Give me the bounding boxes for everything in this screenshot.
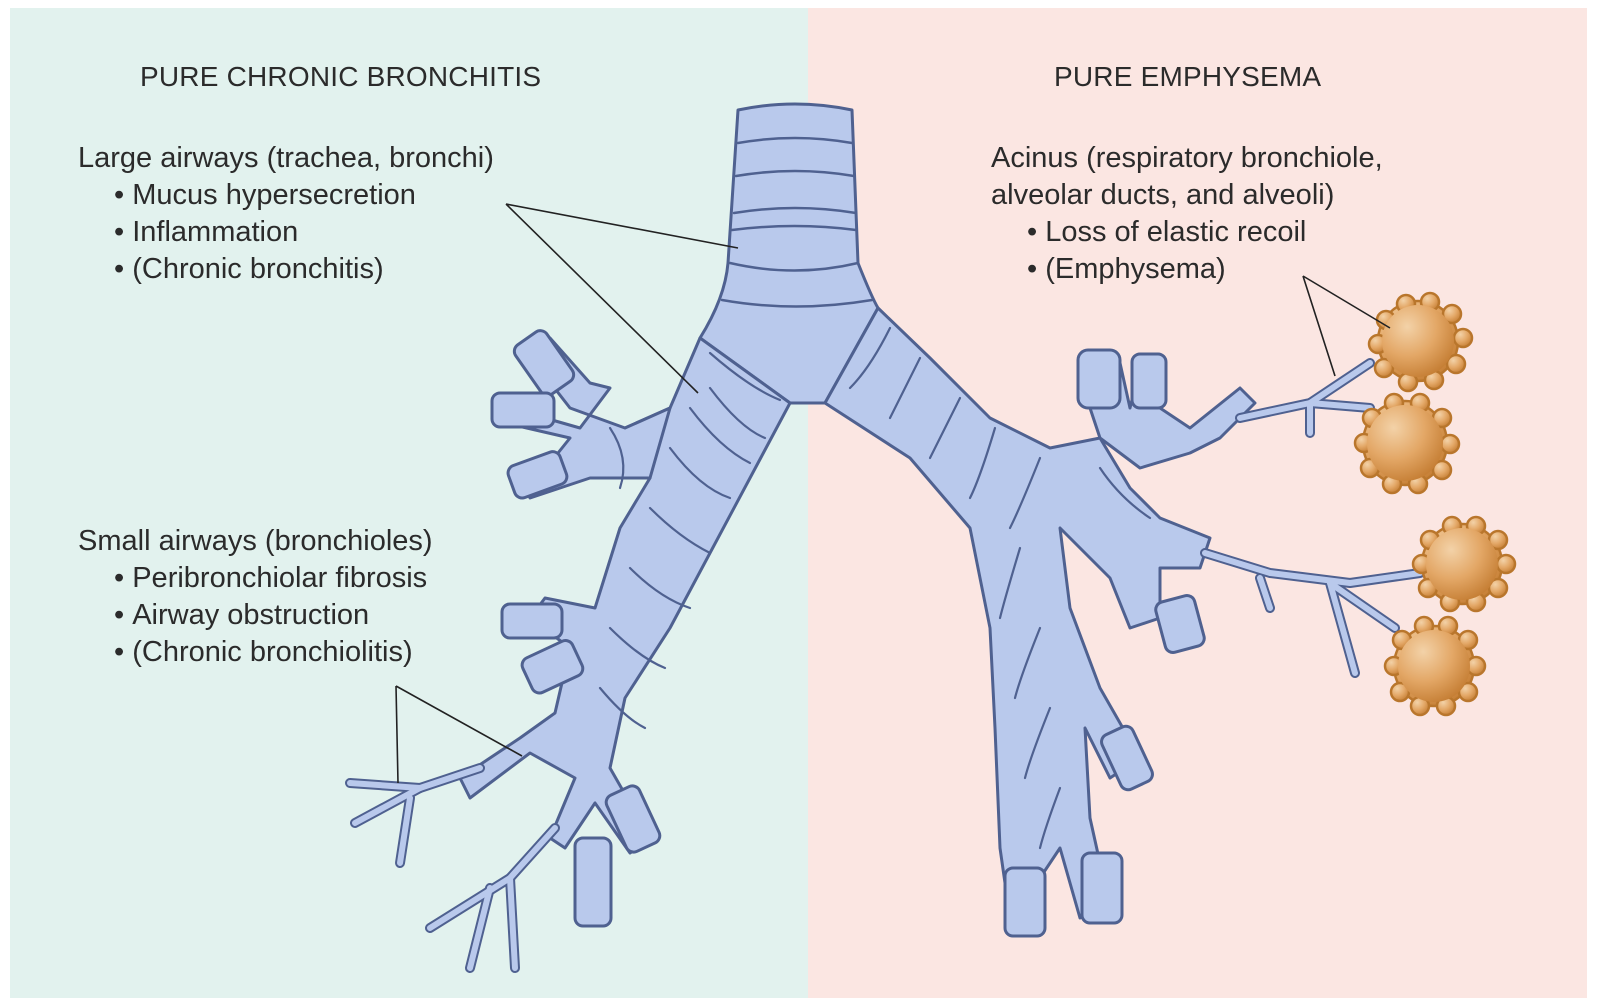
left-stub-2 [492,393,554,427]
acinus-title-line2: alveolar ducts, and alveoli) [991,177,1334,214]
left-stub-6 [575,838,611,926]
right-stub-4 [1005,868,1045,936]
large-airways-title: Large airways (trachea, bronchi) [78,140,494,177]
small-airways-bullet: Peribronchiolar fibrosis [82,560,427,597]
left-stub-3 [506,449,569,500]
small-airways-bullet: (Chronic bronchiolitis) [82,634,413,671]
copd-diagram: PURE CHRONIC BRONCHITIS Large airways (t… [10,8,1587,998]
large-airways-bullet: Mucus hypersecretion [82,177,416,214]
acinus-bullet: (Emphysema) [995,251,1226,288]
acinus-title-line1: Acinus (respiratory bronchiole, [991,140,1383,177]
alveolus-cluster-1 [1369,293,1472,391]
alveolar-sacs [1355,293,1515,715]
right-stub-5 [1082,853,1122,923]
large-airways-bullet: Inflammation [82,214,298,251]
alveolus-cluster-4 [1385,617,1485,715]
right-stub-6 [1099,724,1155,793]
small-airways-title: Small airways (bronchioles) [78,523,433,560]
left-bronchioles [350,768,555,968]
acinus-bullet: Loss of elastic recoil [995,214,1306,251]
emphysema-heading: PURE EMPHYSEMA [1054,58,1321,95]
right-stub-3 [1154,594,1206,655]
alveolus-cluster-3 [1413,517,1515,611]
left-stub-4 [502,604,562,638]
right-stub-2 [1132,354,1166,408]
right-stub-1 [1078,350,1120,408]
large-airways-bullet: (Chronic bronchitis) [82,251,384,288]
chronic-bronchitis-heading: PURE CHRONIC BRONCHITIS [140,58,541,95]
small-airways-bullet: Airway obstruction [82,597,369,634]
left-stub-7 [604,783,663,854]
alveolus-cluster-2 [1355,394,1459,493]
